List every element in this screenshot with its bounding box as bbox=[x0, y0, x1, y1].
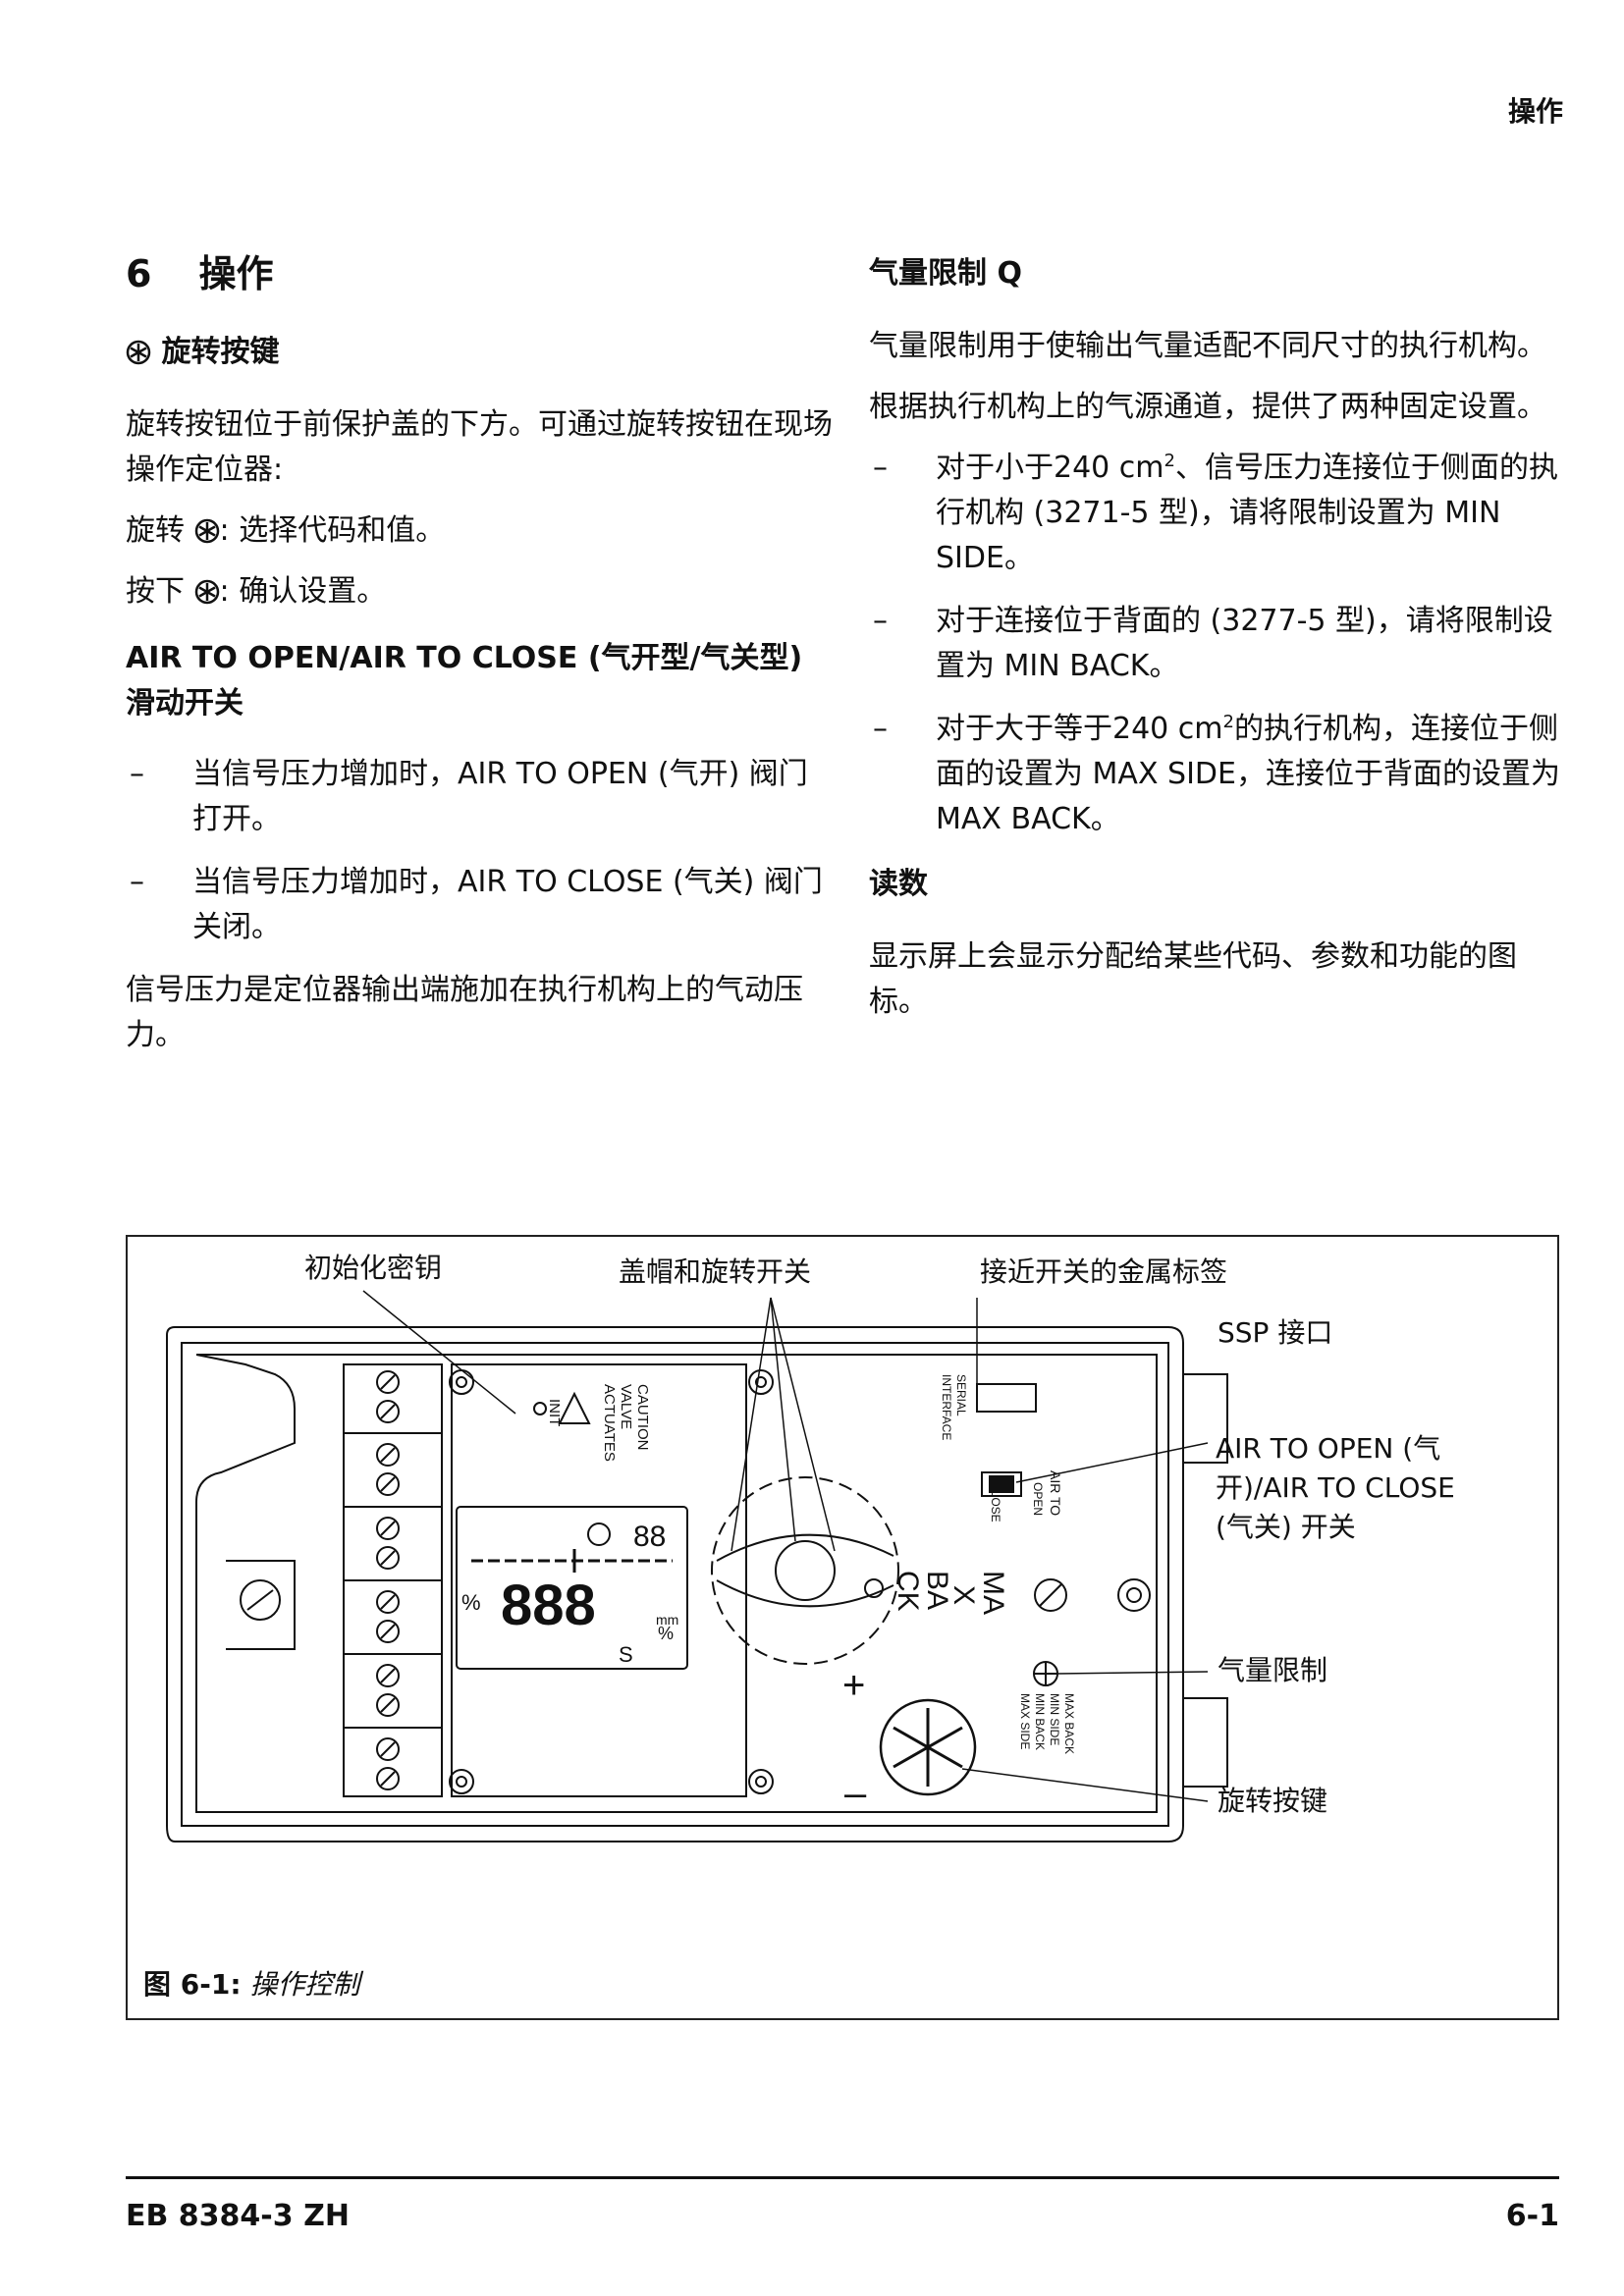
list-item: 当信号压力增加时，AIR TO OPEN (气开) 阀门打开。 bbox=[126, 752, 833, 842]
svg-text:AIR TO: AIR TO bbox=[1048, 1470, 1063, 1516]
svg-text:mm: mm bbox=[656, 1612, 678, 1628]
svg-text:–: – bbox=[844, 1772, 867, 1815]
figure-caption: 图 6-1: 操作控制 bbox=[143, 1968, 360, 2001]
list-item: 当信号压力增加时，AIR TO CLOSE (气关) 阀门关闭。 bbox=[126, 860, 833, 950]
left-column: 6 操作 旋转按键 旋转按钮位于前保护盖的下方。可通过旋转按钮在现场操作定位器:… bbox=[126, 245, 833, 1074]
svg-text:MIN SIDE: MIN SIDE bbox=[1048, 1693, 1061, 1745]
chapter-name: 操作 bbox=[198, 252, 274, 295]
callout-cap-switch: 盖帽和旋转开关 bbox=[619, 1255, 812, 1288]
callout-rotary-key: 旋转按键 bbox=[1218, 1785, 1328, 1817]
svg-text:INIT: INIT bbox=[546, 1399, 563, 1426]
figure-operating-controls: 88 888 % mm % S CAUTION VALVE ACTUATES I… bbox=[126, 1235, 1559, 2020]
list-item: 对于连接位于背面的 (3277-5 型)，请将限制设置为 MIN BACK。 bbox=[869, 599, 1561, 689]
readings-heading: 读数 bbox=[869, 867, 928, 901]
slide-switch-list: 当信号压力增加时，AIR TO OPEN (气开) 阀门打开。 当信号压力增加时… bbox=[126, 752, 833, 950]
volume-desc-1: 气量限制用于使输出气量适配不同尺寸的执行机构。 bbox=[869, 329, 1546, 363]
svg-text:%: % bbox=[658, 1624, 674, 1643]
svg-text:X: X bbox=[947, 1585, 980, 1605]
svg-text:INTERFACE: INTERFACE bbox=[940, 1374, 953, 1440]
volume-restriction-heading: 气量限制 Q bbox=[869, 256, 1022, 291]
rotary-description: 旋转按钮位于前保护盖的下方。可通过旋转按钮在现场操作定位器: bbox=[126, 407, 833, 487]
callout-metal-tag: 接近开关的金属标签 bbox=[980, 1255, 1228, 1288]
svg-text:BA: BA bbox=[921, 1571, 953, 1610]
air-to-switch bbox=[981, 1471, 1022, 1497]
rotary-knob-icon bbox=[194, 579, 219, 605]
chapter-number: 6 bbox=[126, 252, 152, 295]
callout-ssp: SSP 接口 bbox=[1218, 1316, 1333, 1349]
rotary-heading: 旋转按键 bbox=[126, 330, 833, 375]
svg-text:ACTUATES: ACTUATES bbox=[601, 1384, 618, 1462]
footer-page-number: 6-1 bbox=[1505, 2199, 1559, 2233]
signal-pressure-note: 信号压力是定位器输出端施加在执行机构上的气动压力。 bbox=[126, 973, 803, 1052]
rotary-knob-icon bbox=[126, 340, 151, 365]
volume-desc-2: 根据执行机构上的气源通道，提供了两种固定设置。 bbox=[869, 390, 1546, 424]
svg-text:88: 88 bbox=[633, 1521, 666, 1553]
chapter-title: 6 操作 bbox=[126, 251, 833, 296]
cap-rotary-switch bbox=[711, 1476, 899, 1665]
svg-text:MAX BACK: MAX BACK bbox=[1062, 1693, 1076, 1754]
volume-settings-list: 对于小于240 cm2、信号压力连接位于侧面的执行机构 (3271-5 型)，请… bbox=[869, 446, 1561, 842]
ssp-connector bbox=[976, 1383, 1037, 1413]
svg-text:CK: CK bbox=[892, 1571, 924, 1612]
svg-text:888: 888 bbox=[501, 1574, 596, 1637]
terminal-screws bbox=[376, 1370, 400, 1790]
callout-volume-restriction: 气量限制 bbox=[1218, 1654, 1328, 1686]
readings-description: 显示屏上会显示分配给某些代码、参数和功能的图标。 bbox=[869, 939, 1517, 1019]
svg-text:VALVE: VALVE bbox=[618, 1384, 634, 1429]
right-column: 气量限制 Q 气量限制用于使输出气量适配不同尺寸的执行机构。 根据执行机构上的气… bbox=[869, 245, 1561, 1041]
svg-text:MAX SIDE: MAX SIDE bbox=[1018, 1693, 1032, 1749]
footer-rule bbox=[126, 2176, 1559, 2179]
list-item: 对于大于等于240 cm2的执行机构，连接位于侧面的设置为 MAX SIDE，连… bbox=[869, 707, 1561, 842]
svg-text:CAUTION: CAUTION bbox=[634, 1384, 651, 1451]
svg-text:S: S bbox=[619, 1642, 633, 1667]
svg-text:MA: MA bbox=[977, 1571, 1009, 1615]
svg-text:+: + bbox=[842, 1664, 865, 1707]
svg-text:MIN BACK: MIN BACK bbox=[1033, 1693, 1047, 1750]
svg-text:%: % bbox=[461, 1590, 481, 1615]
slide-switch-heading: AIR TO OPEN/AIR TO CLOSE (气开型/气关型) 滑动开关 bbox=[126, 641, 803, 721]
rotate-instruction: 旋转 : 选择代码和值。 bbox=[126, 513, 446, 548]
rotary-knob-icon bbox=[194, 518, 219, 544]
rotary-knob bbox=[879, 1698, 977, 1796]
list-item: 对于小于240 cm2、信号压力连接位于侧面的执行机构 (3271-5 型)，请… bbox=[869, 446, 1561, 581]
svg-text:OPEN: OPEN bbox=[1031, 1482, 1045, 1516]
footer-doc-number: EB 8384-3 ZH bbox=[126, 2199, 350, 2233]
callout-air-switch: AIR TO OPEN (气开)/AIR TO CLOSE (气关) 开关 bbox=[1216, 1432, 1455, 1543]
lcd-display bbox=[456, 1506, 688, 1670]
svg-text:SERIAL: SERIAL bbox=[954, 1374, 968, 1416]
housing-outline bbox=[166, 1326, 1184, 1842]
callout-init-key: 初始化密钥 bbox=[304, 1252, 443, 1284]
running-header: 操作 bbox=[1507, 95, 1563, 128]
press-instruction: 按下 : 确认设置。 bbox=[126, 574, 387, 609]
positioner-drawing: 88 888 % mm % S CAUTION VALVE ACTUATES I… bbox=[166, 1290, 1228, 1842]
